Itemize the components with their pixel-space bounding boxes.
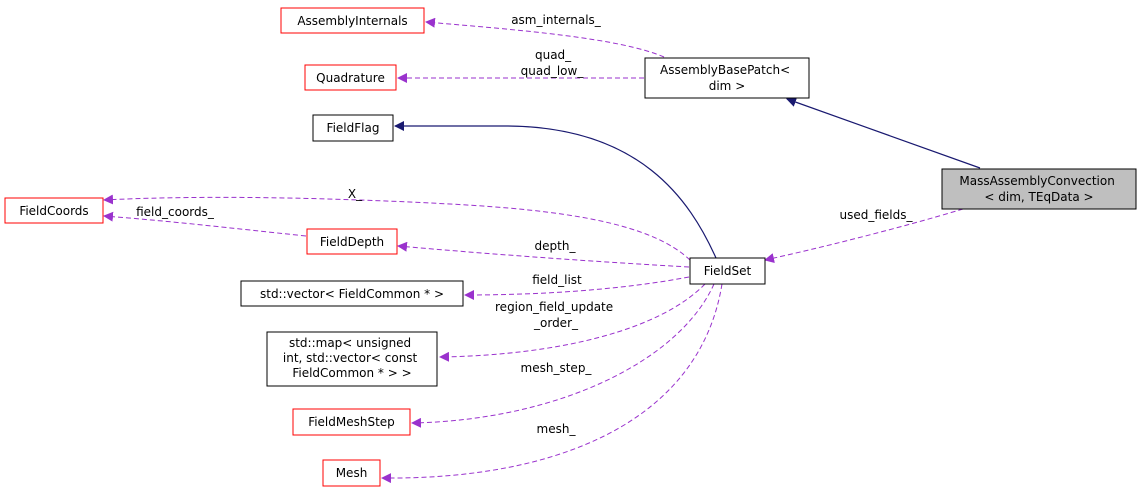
svg-text:Quadrature: Quadrature bbox=[316, 71, 385, 85]
node-field-coords[interactable]: FieldCoords bbox=[4, 197, 104, 224]
edge-label-mesh: mesh_ bbox=[537, 422, 577, 436]
edge-label-x: X_ bbox=[348, 187, 363, 201]
edge-inherit-field-flag bbox=[394, 121, 717, 259]
node-field-mesh-step[interactable]: FieldMeshStep bbox=[292, 408, 411, 436]
edge-usage-region-order bbox=[439, 283, 706, 362]
edge-label-region-order: region_field_update _order_ bbox=[495, 300, 617, 330]
svg-text:FieldSet: FieldSet bbox=[704, 264, 752, 278]
edge-label-field-coords: field_coords_ bbox=[136, 205, 215, 219]
edge-usage-field-coords bbox=[103, 211, 307, 237]
edge-inherit-assembly-base-patch bbox=[786, 97, 981, 169]
svg-text:MassAssemblyConvection: MassAssemblyConvection < dim, TEqData > bbox=[959, 174, 1118, 204]
edge-label-depth: depth_ bbox=[535, 239, 577, 253]
edge-label-mesh-step: mesh_step_ bbox=[521, 361, 593, 375]
edge-usage-x bbox=[103, 194, 691, 261]
node-mesh[interactable]: Mesh bbox=[322, 459, 381, 487]
svg-text:FieldMeshStep: FieldMeshStep bbox=[308, 415, 395, 429]
edge-usage-used-fields bbox=[764, 208, 964, 263]
edge-label-asm-internals: asm_internals_ bbox=[511, 13, 602, 27]
edge-label-field-list: field_list bbox=[532, 273, 582, 287]
node-field-set[interactable]: FieldSet bbox=[689, 257, 766, 285]
svg-text:std::vector< FieldCommon * >: std::vector< FieldCommon * > bbox=[260, 287, 444, 301]
svg-text:FieldFlag: FieldFlag bbox=[327, 121, 380, 135]
node-assembly-base-patch[interactable]: AssemblyBasePatch< dim > bbox=[644, 57, 810, 99]
node-mass-assembly-convection[interactable]: MassAssemblyConvection < dim, TEqData > bbox=[941, 168, 1137, 210]
node-quadrature[interactable]: Quadrature bbox=[304, 64, 397, 91]
svg-text:std::map< unsigned int: std::map< unsigned int, std::vector< con… bbox=[283, 336, 421, 380]
node-std-map[interactable]: std::map< unsigned int, std::vector< con… bbox=[266, 331, 438, 387]
svg-text:Mesh: Mesh bbox=[336, 466, 368, 480]
edge-label-used-fields: used_fields_ bbox=[839, 208, 913, 222]
edge-label-quad: quad_ quad_low_ bbox=[521, 48, 585, 78]
svg-text:FieldCoords: FieldCoords bbox=[19, 204, 88, 218]
node-assembly-internals[interactable]: AssemblyInternals bbox=[280, 7, 425, 34]
node-field-depth[interactable]: FieldDepth bbox=[306, 228, 398, 255]
edge-usage-field-list bbox=[464, 276, 690, 300]
edge-usage-asm-internals bbox=[425, 17, 665, 58]
edge-usage-mesh-step bbox=[411, 283, 715, 428]
svg-text:AssemblyInternals: AssemblyInternals bbox=[297, 14, 407, 28]
edge-usage-mesh bbox=[381, 283, 723, 484]
svg-text:FieldDepth: FieldDepth bbox=[320, 235, 384, 249]
node-std-vector[interactable]: std::vector< FieldCommon * > bbox=[240, 280, 464, 307]
svg-text:AssemblyBasePatch< dim: AssemblyBasePatch< dim > bbox=[660, 63, 794, 93]
node-field-flag[interactable]: FieldFlag bbox=[312, 114, 394, 142]
edge-usage-depth bbox=[397, 241, 690, 268]
